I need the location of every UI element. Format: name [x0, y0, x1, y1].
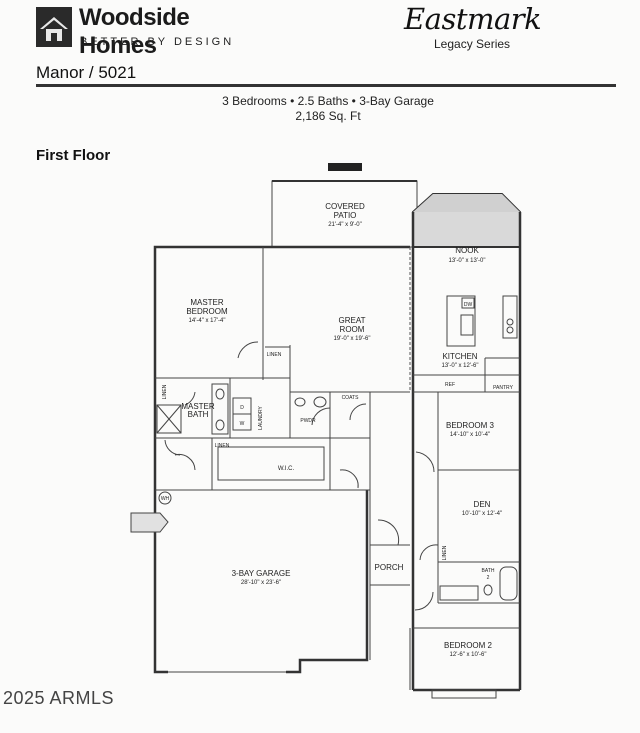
master-bath-label: MASTER: [181, 402, 215, 411]
laundry-label: LAUNDRY: [258, 405, 264, 429]
refrigerator-label: REF: [445, 382, 455, 388]
interior-walls: [155, 247, 520, 690]
bath2-toilet: [483, 584, 493, 596]
dishwasher-label: DW: [464, 302, 473, 308]
washer-label: W: [240, 421, 245, 427]
exterior-walls: [153, 212, 522, 692]
patio-label: COVERED: [325, 202, 365, 211]
master-bedroom-dim: 14'-4" x 17'-4": [189, 318, 226, 324]
brand-tagline: BETTER BY DESIGN: [80, 36, 235, 48]
master-bedroom-label-2: BEDROOM: [186, 307, 228, 316]
linen-label-4: LINEN: [442, 545, 448, 560]
title-divider: [36, 84, 616, 87]
door-swings: [164, 341, 439, 611]
copyright: 2025 ARMLS: [3, 688, 115, 708]
master-bath-label-2: BATH: [188, 410, 209, 419]
patio-label-2: PATIO: [334, 211, 357, 220]
house-icon: [36, 7, 72, 47]
great-room-dim: 19'-0" x 19'-6": [334, 336, 371, 342]
pantry-label: PANTRY: [493, 385, 513, 391]
bedroom3-label: BEDROOM 3: [446, 421, 495, 430]
bedroom3-dim: 14'-10" x 10'-4": [450, 432, 490, 438]
nook-dim: 13'-0" x 13'-0": [449, 258, 486, 264]
powder-label: PWDR: [300, 418, 316, 424]
bedroom2-dim: 12'-6" x 10'-6": [450, 652, 487, 658]
dryer-label: D: [240, 405, 244, 411]
window-box: [431, 689, 497, 699]
master-bedroom-label: MASTER: [190, 298, 224, 307]
plan-title: Manor / 5021: [36, 63, 137, 82]
bath2-vanity: [439, 585, 479, 601]
wic-label: W.I.C.: [278, 466, 295, 472]
vent-marker: [328, 163, 362, 171]
community-name: Eastmark: [404, 2, 542, 36]
water-heater-label: WH: [161, 496, 170, 502]
kitchen-label: KITCHEN: [442, 352, 477, 361]
nook-bay: [412, 193, 521, 248]
nook-label: NOOK: [455, 246, 479, 255]
water-heater: [158, 491, 172, 505]
powder-sink: [313, 396, 327, 408]
bath2-label: BATH: [482, 568, 495, 574]
series-name: Legacy Series: [434, 37, 511, 51]
plan-specs: 3 Bedrooms • 2.5 Baths • 3-Bay Garage 2,…: [0, 94, 640, 124]
brand-name: Woodside Homes: [79, 4, 190, 59]
patio-dim: 21'-4" x 9'-0": [328, 222, 362, 228]
great-room-label: GREAT: [339, 316, 366, 325]
great-room-label-2: ROOM: [340, 325, 365, 334]
bathtub: [499, 566, 518, 601]
washer: [232, 413, 252, 431]
den-label: DEN: [474, 500, 491, 509]
garage-stoop: [130, 512, 169, 533]
bath2-number: 2: [487, 575, 490, 581]
linen-label-3: LINEN: [215, 443, 230, 449]
porch-label: PORCH: [375, 563, 404, 572]
closet-rod: [217, 446, 325, 481]
specs-rooms: 3 Bedrooms • 2.5 Baths • 3-Bay Garage: [222, 94, 434, 108]
linen-label-2: LINEN: [162, 384, 168, 399]
woodside-logo: Woodside Homes BETTER BY DESIGN: [36, 4, 270, 59]
powder-toilet: [294, 397, 306, 407]
bedroom2-label: BEDROOM 2: [444, 641, 493, 650]
specs-area: 2,186 Sq. Ft: [295, 109, 361, 123]
kitchen-dim: 13'-0" x 12'-6": [442, 363, 479, 369]
coats-label: COATS: [342, 395, 360, 401]
master-bath-fixtures: [156, 383, 229, 435]
kitchen-island: [446, 295, 518, 347]
floor-label: First Floor: [36, 147, 111, 164]
garage-dim: 28'-10" x 23'-6": [241, 580, 281, 586]
den-dim: 10'-10" x 12'-4": [462, 511, 502, 517]
garage-label: 3-BAY GARAGE: [232, 569, 291, 578]
linen-label-1: LINEN: [267, 352, 282, 358]
